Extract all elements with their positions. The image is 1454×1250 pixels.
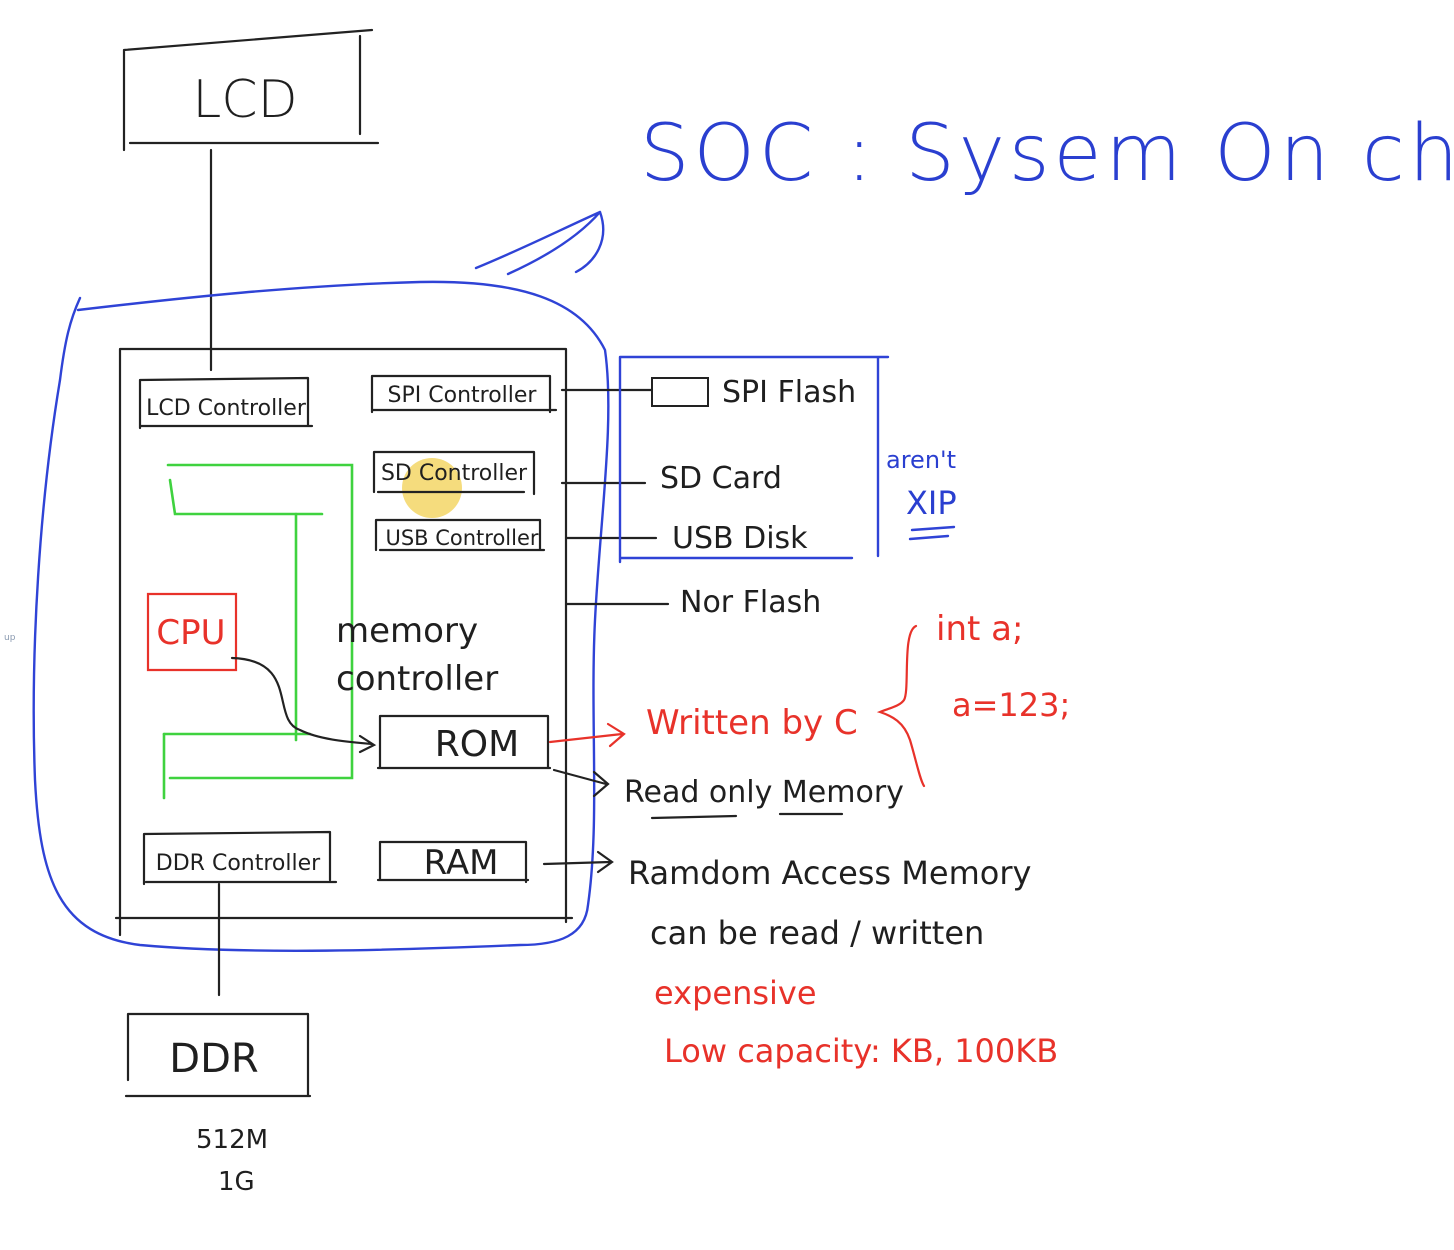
ram-expensive-note: expensive [654,974,817,1012]
sd-controller-block: SD Controller [372,450,536,518]
lcd-block: LCD [122,28,380,152]
page-title: SOC : Sysem On chip [640,109,1454,199]
rom-block: ROM [376,714,552,770]
rom-read-arrow [552,768,610,798]
ddr-label: DDR [169,1036,258,1082]
usb-controller-block: USB Controller [374,518,546,552]
cpu-block: CPU [146,592,238,672]
soc-boundary-pointer [474,210,605,276]
ddr-controller-block: DDR Controller [142,830,338,886]
ram-block: RAM [376,840,530,884]
ram-label: RAM [424,843,499,883]
soc-chip-box [114,347,574,937]
rom-meaning-underline [650,812,844,820]
memory-controller-label-2: controller [336,659,498,699]
spi-controller-block: SPI Controller [370,374,558,414]
ram-capacity-note: Low capacity: KB, 100KB [664,1032,1058,1070]
code-line-1: int a; [936,609,1023,649]
ddr-controller-label: DDR Controller [156,851,321,876]
lcd-controller-block: LCD Controller [138,376,314,430]
spi-flash-label: SPI Flash [722,375,856,410]
ram-arrow [542,850,614,874]
usb-controller-label: USB Controller [385,526,538,550]
sd-card-label: SD Card [660,461,782,496]
ddr-block: DDR [124,1012,312,1098]
ram-read-write-note: can be read / written [650,914,984,952]
nor-flash-label: Nor Flash [680,585,821,620]
spi-controller-label: SPI Controller [388,383,538,408]
memory-controller-label-1: memory [336,611,478,651]
xip-underline [908,525,956,541]
cursor-highlight [402,458,462,518]
rom-meaning: Read only Memory [624,775,904,810]
cpu-label: CPU [156,613,225,653]
cpu-to-rom-arrow [230,656,377,754]
code-brace [876,624,926,788]
written-by-c-note: Written by C [646,703,858,743]
soc-boundary-outline [32,280,610,952]
ram-meaning: Ramdom Access Memory [628,854,1031,892]
rom-label: ROM [435,724,519,765]
lcd-label: LCD [192,70,297,130]
code-line-2: a=123; [952,686,1070,724]
sd-controller-label: SD Controller [381,461,528,486]
xip-note-line1: aren't [886,446,956,474]
xip-note-line2: XIP [906,484,957,522]
non-xip-storage-group: SPI Flash SD Card USB Disk [618,355,890,564]
memory-controller-bus [162,463,354,800]
left-edge-mark: up [4,633,16,643]
lcd-controller-label: LCD Controller [146,396,307,421]
usb-disk-label: USB Disk [672,521,808,556]
ddr-size-2: 1G [218,1167,255,1197]
ddr-size-1: 512M [196,1125,268,1155]
spi-flash-chip [651,377,709,407]
rom-written-arrow [548,722,626,748]
